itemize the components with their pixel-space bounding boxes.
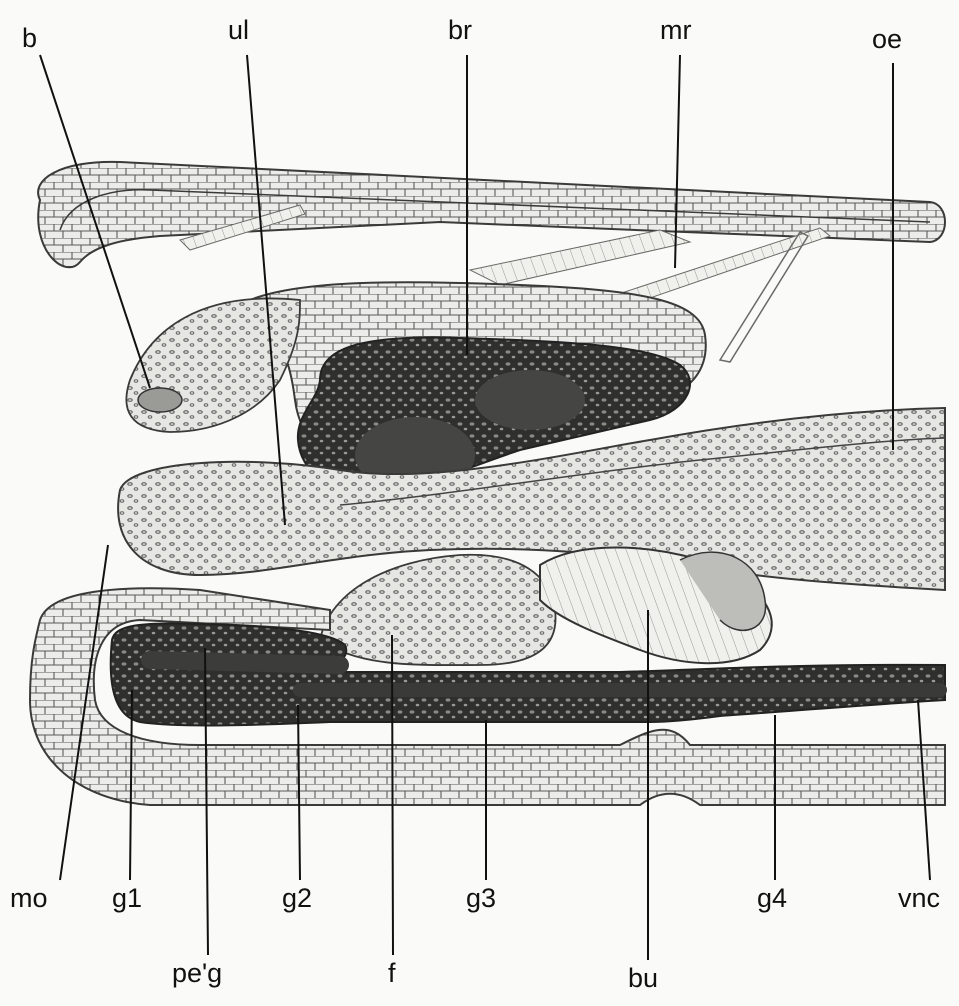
upper-body-wall xyxy=(38,162,945,267)
label-oe: oe xyxy=(872,26,902,53)
leader-g2 xyxy=(298,705,300,880)
foregut xyxy=(320,548,772,666)
label-g2: g2 xyxy=(282,885,312,912)
label-peg: pe'g xyxy=(172,960,222,987)
label-mr: mr xyxy=(660,17,691,44)
label-b: b xyxy=(22,25,37,52)
label-bu: bu xyxy=(628,965,658,992)
label-vnc: vnc xyxy=(898,885,940,912)
label-ul: ul xyxy=(228,17,249,44)
label-g1: g1 xyxy=(112,885,142,912)
label-br: br xyxy=(448,17,472,44)
leader-ul xyxy=(247,55,285,525)
label-g4: g4 xyxy=(757,885,787,912)
label-g3: g3 xyxy=(466,885,496,912)
leader-f xyxy=(392,635,393,955)
label-f: f xyxy=(388,960,396,987)
label-mo: mo xyxy=(10,885,48,912)
leader-mr xyxy=(675,55,680,268)
